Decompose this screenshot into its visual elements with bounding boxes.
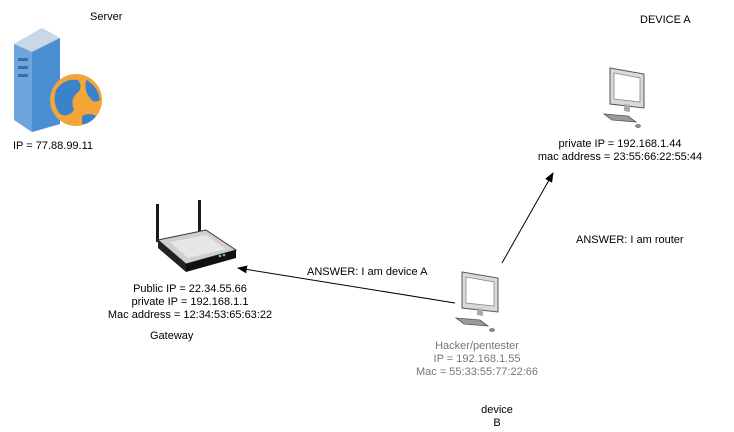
device-b-line2: B <box>493 417 501 429</box>
hacker-title: Hacker/pentester <box>435 340 519 352</box>
server-title: Server <box>90 11 123 23</box>
device-a-info: private IP = 192.168.1.44 mac address = … <box>527 138 713 164</box>
hacker-info: Hacker/pentester IP = 192.168.1.55 Mac =… <box>394 340 560 379</box>
device-a-title: DEVICE A <box>640 14 691 26</box>
message-to-gateway: ANSWER: I am device A <box>307 266 428 278</box>
wireless-router-icon <box>156 200 238 272</box>
gateway-public-ip: Public IP = 22.34.55.66 <box>133 283 247 295</box>
server-ip: IP = 77.88.99.11 <box>13 140 94 152</box>
arrow-hacker-to-device-a <box>501 172 554 264</box>
gateway-private-ip: private IP = 192.168.1.1 <box>131 296 249 308</box>
arrow-hacker-to-gateway <box>237 265 456 304</box>
hacker-ip: IP = 192.168.1.55 <box>433 353 521 365</box>
desktop-computer-icon <box>454 271 499 332</box>
device-b-label: device B <box>470 404 524 430</box>
device-b-line1: device <box>481 404 513 416</box>
device-a-mac: mac address = 23:55:66:22:55:44 <box>537 151 703 163</box>
hacker-mac: Mac = 55:33:55:77:22:66 <box>415 366 538 378</box>
device-a-private-ip: private IP = 192.168.1.44 <box>558 138 682 150</box>
gateway-info: Public IP = 22.34.55.66 private IP = 192… <box>94 283 286 322</box>
gateway-mac: Mac address = 12:34:53:65:63:22 <box>107 309 273 321</box>
gateway-caption: Gateway <box>150 330 194 342</box>
message-to-device-a: ANSWER: I am router <box>576 234 684 246</box>
server-globe-icon <box>14 28 102 132</box>
desktop-computer-icon <box>602 67 645 128</box>
